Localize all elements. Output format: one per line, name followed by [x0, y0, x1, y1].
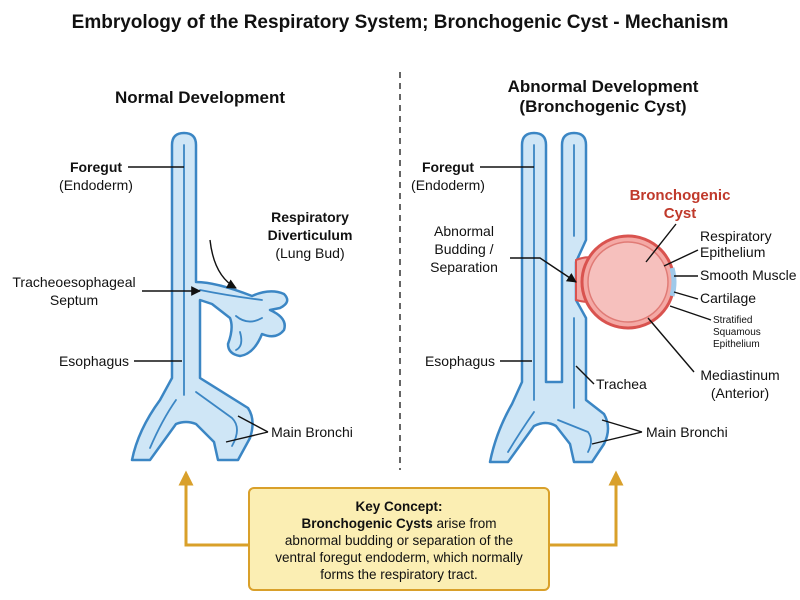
- key-concept-line-1: Bronchogenic Cysts arise from: [301, 516, 496, 531]
- normal-heading: Normal Development: [115, 88, 285, 107]
- abnormal-bronchi-lead-1: [601, 419, 643, 433]
- diverticulum-label-2: Diverticulum: [268, 227, 353, 243]
- key-concept-line-4: forms the respiratory tract.: [320, 567, 478, 582]
- abnormal-bronchi-lead-2: [591, 431, 643, 445]
- normal-foregut-label: Foregut: [70, 159, 122, 175]
- normal-bronchi-lead-1: [237, 415, 269, 433]
- strat-label-2: Squamous: [713, 327, 761, 338]
- normal-bronchi-label: Main Bronchi: [271, 424, 353, 440]
- diverticulum-label-1: Respiratory: [271, 209, 349, 225]
- mediastinum-label-1: Mediastinum: [700, 367, 779, 383]
- cyst-label-2: Cyst: [664, 205, 697, 222]
- trachea-label: Trachea: [596, 376, 647, 392]
- septum-label-1: Tracheoesophageal: [12, 274, 135, 290]
- abnormal-heading-1: Abnormal Development: [508, 77, 699, 96]
- cyst-label-1: Bronchogenic: [630, 187, 731, 204]
- key-arrow-right: [550, 470, 624, 547]
- cartilage-label: Cartilage: [700, 290, 756, 306]
- resp-epi-lead: [663, 249, 699, 267]
- budding-arrow: [510, 257, 577, 283]
- abnormal-heading-2: (Bronchogenic Cyst): [519, 97, 686, 116]
- diverticulum-sub: (Lung Bud): [275, 245, 344, 261]
- resp-epi-label-1: Respiratory: [700, 228, 772, 244]
- budding-label-2: Budding /: [434, 241, 493, 257]
- bronchogenic-cyst: [575, 234, 677, 330]
- smooth-muscle-label: Smooth Muscle: [700, 267, 797, 283]
- abnormal-foregut-label: Foregut: [422, 159, 474, 175]
- abnormal-esophagus-label: Esophagus: [425, 353, 495, 369]
- normal-foregut-sub: (Endoderm): [59, 177, 133, 193]
- cyst-lead: [645, 223, 677, 263]
- strat-label-1: Stratified: [713, 315, 752, 326]
- normal-bronchi-lead-2: [225, 431, 269, 443]
- lung-bud-arrow: [209, 239, 237, 289]
- cartilage-lead: [673, 291, 699, 300]
- key-concept-box: Key Concept: Bronchogenic Cysts arise fr…: [248, 487, 550, 591]
- strat-lead: [669, 305, 712, 321]
- trachea-lead: [575, 365, 595, 385]
- key-arrow-left: [178, 470, 248, 547]
- budding-label-1: Abnormal: [434, 223, 494, 239]
- key-concept-line-3: ventral foregut endoderm, which normally: [275, 550, 523, 565]
- key-concept-heading: Key Concept:: [355, 499, 443, 514]
- mediastinum-label-2: (Anterior): [711, 385, 769, 401]
- page-title: Embryology of the Respiratory System; Br…: [72, 12, 729, 33]
- normal-esophagus-label: Esophagus: [59, 353, 129, 369]
- key-concept-bold: Bronchogenic Cysts: [301, 516, 433, 531]
- abnormal-bronchi-label: Main Bronchi: [646, 424, 728, 440]
- key-concept-rest: arise from: [432, 516, 497, 531]
- resp-epi-label-2: Epithelium: [700, 244, 765, 260]
- abnormal-foregut-sub: (Endoderm): [411, 177, 485, 193]
- key-concept-line-2: abnormal budding or separation of the: [284, 533, 514, 548]
- septum-label-2: Septum: [50, 292, 98, 308]
- budding-label-3: Separation: [430, 259, 498, 275]
- normal-foregut-tube: [130, 131, 289, 462]
- strat-label-3: Epithelium: [713, 339, 760, 350]
- abnormal-foregut-tube: [488, 131, 610, 464]
- mediastinum-lead: [647, 317, 695, 373]
